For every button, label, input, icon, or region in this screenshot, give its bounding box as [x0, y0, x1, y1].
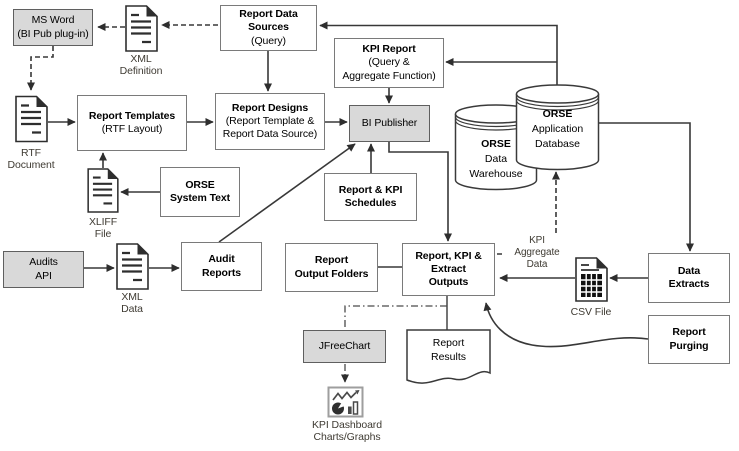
- rtf-document-icon: [15, 95, 48, 143]
- csv-file-label: CSV File: [570, 306, 612, 318]
- orse-application-database-cylinder: [515, 84, 600, 171]
- kpi-dashboard-label: KPI Dashboard Charts/Graphs: [312, 419, 382, 444]
- line-appdb-to-data-extracts: [598, 122, 694, 252]
- xml-data-document-icon: [116, 243, 149, 290]
- xml-definition-document-icon: [125, 5, 158, 52]
- node-data-extracts: Data Extracts: [648, 253, 730, 303]
- node-report-output-folders: Report Output Folders: [285, 243, 378, 292]
- node-orse-system-text: ORSE System Text: [160, 167, 240, 217]
- report-results-document-shape: [406, 329, 491, 384]
- dashdot-outputs-to-jfreechart: [344, 305, 447, 327]
- csv-file-icon: [575, 257, 608, 302]
- node-report-kpi-extract-outputs: Report, KPI & Extract Outputs: [402, 243, 495, 296]
- node-jfreechart: JFreeChart: [303, 330, 386, 363]
- node-ms-word: MS Word (BI Pub plug-in): [13, 9, 93, 46]
- node-report-designs: Report Designs (Report Template & Report…: [215, 93, 325, 150]
- report-results-label: Report Results: [430, 337, 466, 363]
- node-report-purging: Report Purging: [648, 315, 730, 364]
- node-audit-reports: Audit Reports: [181, 242, 262, 291]
- rtf-document-label: RTF Document: [7, 147, 55, 172]
- xml-definition-label: XML Definition: [119, 53, 163, 78]
- node-kpi-report: KPI Report (Query & Aggregate Function): [334, 38, 444, 88]
- xliff-file-document-icon: [87, 168, 119, 213]
- orse-data-warehouse-label: ORSE Data Warehouse: [469, 138, 523, 181]
- line-report-purging-to-outputs: [483, 302, 649, 348]
- orse-application-database-label: ORSE Application Database: [531, 108, 584, 151]
- node-bi-publisher: BI Publisher: [349, 105, 430, 142]
- line-audit-reports-to-bi-publisher: [218, 143, 356, 243]
- kpi-dashboard-chart-icon: [327, 386, 364, 418]
- kpi-aggregate-data-label: KPI Aggregate Data: [505, 235, 569, 271]
- dashed-ms-word-to-rtf-document: [27, 46, 54, 91]
- node-report-templates: Report Templates (RTF Layout): [77, 95, 187, 151]
- line-bi-publisher-to-outputs: [388, 142, 452, 242]
- node-report-data-sources: Report Data Sources (Query): [220, 5, 317, 51]
- xml-data-label: XML Data: [121, 291, 143, 316]
- node-audits-api: Audits API: [3, 251, 84, 288]
- line-appdb-to-report-data-sources: [319, 21, 558, 85]
- node-report-kpi-schedules: Report & KPI Schedules: [324, 173, 417, 221]
- xliff-file-label: XLIFF File: [88, 216, 118, 241]
